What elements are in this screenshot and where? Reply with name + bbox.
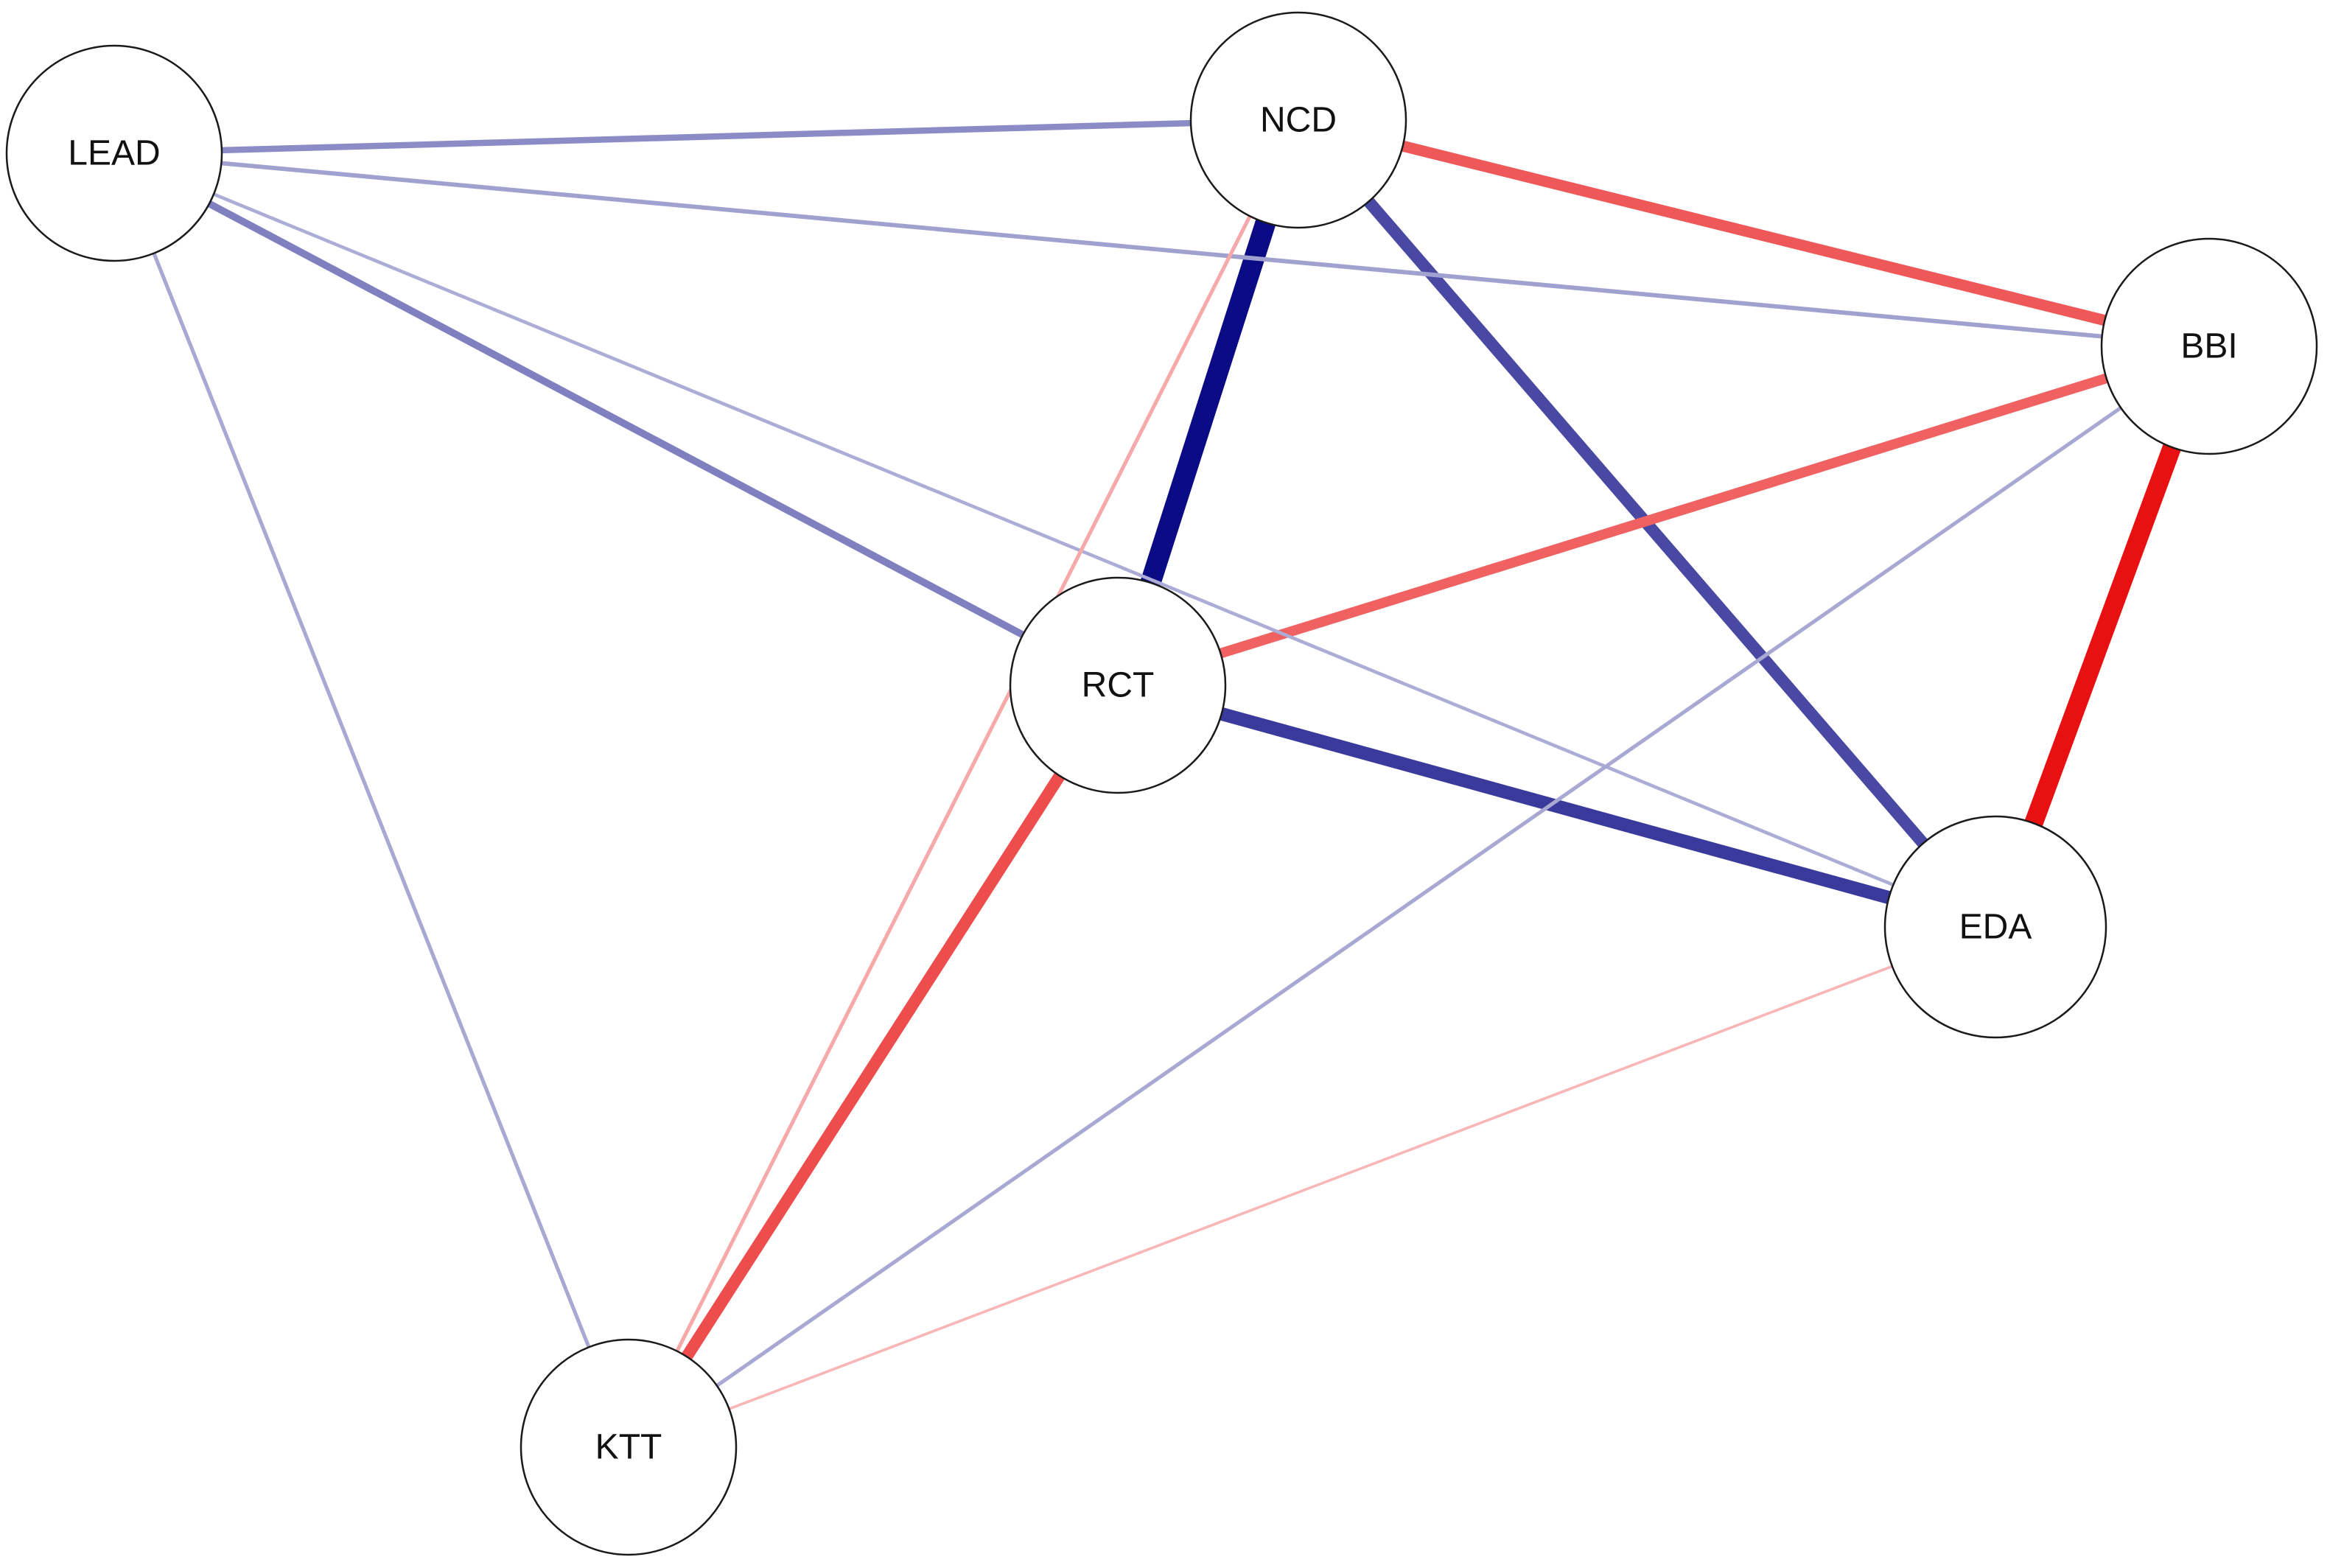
edge-lead-rct: [207, 200, 1025, 638]
edge-ncd-rct: [1141, 219, 1276, 587]
edge-rct-eda: [1220, 707, 1891, 904]
node-circle: [1009, 576, 1227, 794]
node-ktt: KTT: [519, 1338, 738, 1556]
edge-rct-bbi: [1219, 373, 2108, 659]
node-ncd: NCD: [1189, 11, 1407, 229]
node-circle: [2100, 237, 2318, 455]
edge-lead-eda: [213, 192, 1895, 887]
node-label: BBI: [2180, 327, 2237, 366]
edge-ncd-bbi: [1401, 140, 2107, 326]
edge-eda-ktt: [728, 965, 1893, 1410]
node-circle: [519, 1338, 738, 1556]
node-label: RCT: [1082, 666, 1155, 705]
edge-ncd-ktt: [675, 215, 1252, 1352]
node-bbi: BBI: [2100, 237, 2318, 455]
node-lead: LEAD: [5, 44, 223, 262]
edge-bbi-ktt: [716, 406, 2122, 1387]
node-eda: EDA: [1883, 815, 2107, 1039]
node-label: KTT: [595, 1428, 662, 1467]
node-circle: [1883, 815, 2107, 1039]
edge-lead-bbi: [221, 161, 2102, 339]
node-rct: RCT: [1009, 576, 1227, 794]
node-label: LEAD: [68, 134, 160, 173]
edge-lead-ktt: [152, 252, 591, 1348]
node-label: NCD: [1260, 101, 1337, 140]
node-circle: [5, 44, 223, 262]
edges-layer: [152, 119, 2181, 1410]
edge-bbi-eda: [2024, 444, 2181, 827]
edge-lead-ncd: [221, 119, 1192, 154]
node-circle: [1189, 11, 1407, 229]
node-label: EDA: [1959, 908, 2032, 947]
edge-rct-ktt: [682, 772, 1065, 1360]
nodes-layer: LEAD NCD BBI RCT EDA KTT: [5, 11, 2318, 1556]
